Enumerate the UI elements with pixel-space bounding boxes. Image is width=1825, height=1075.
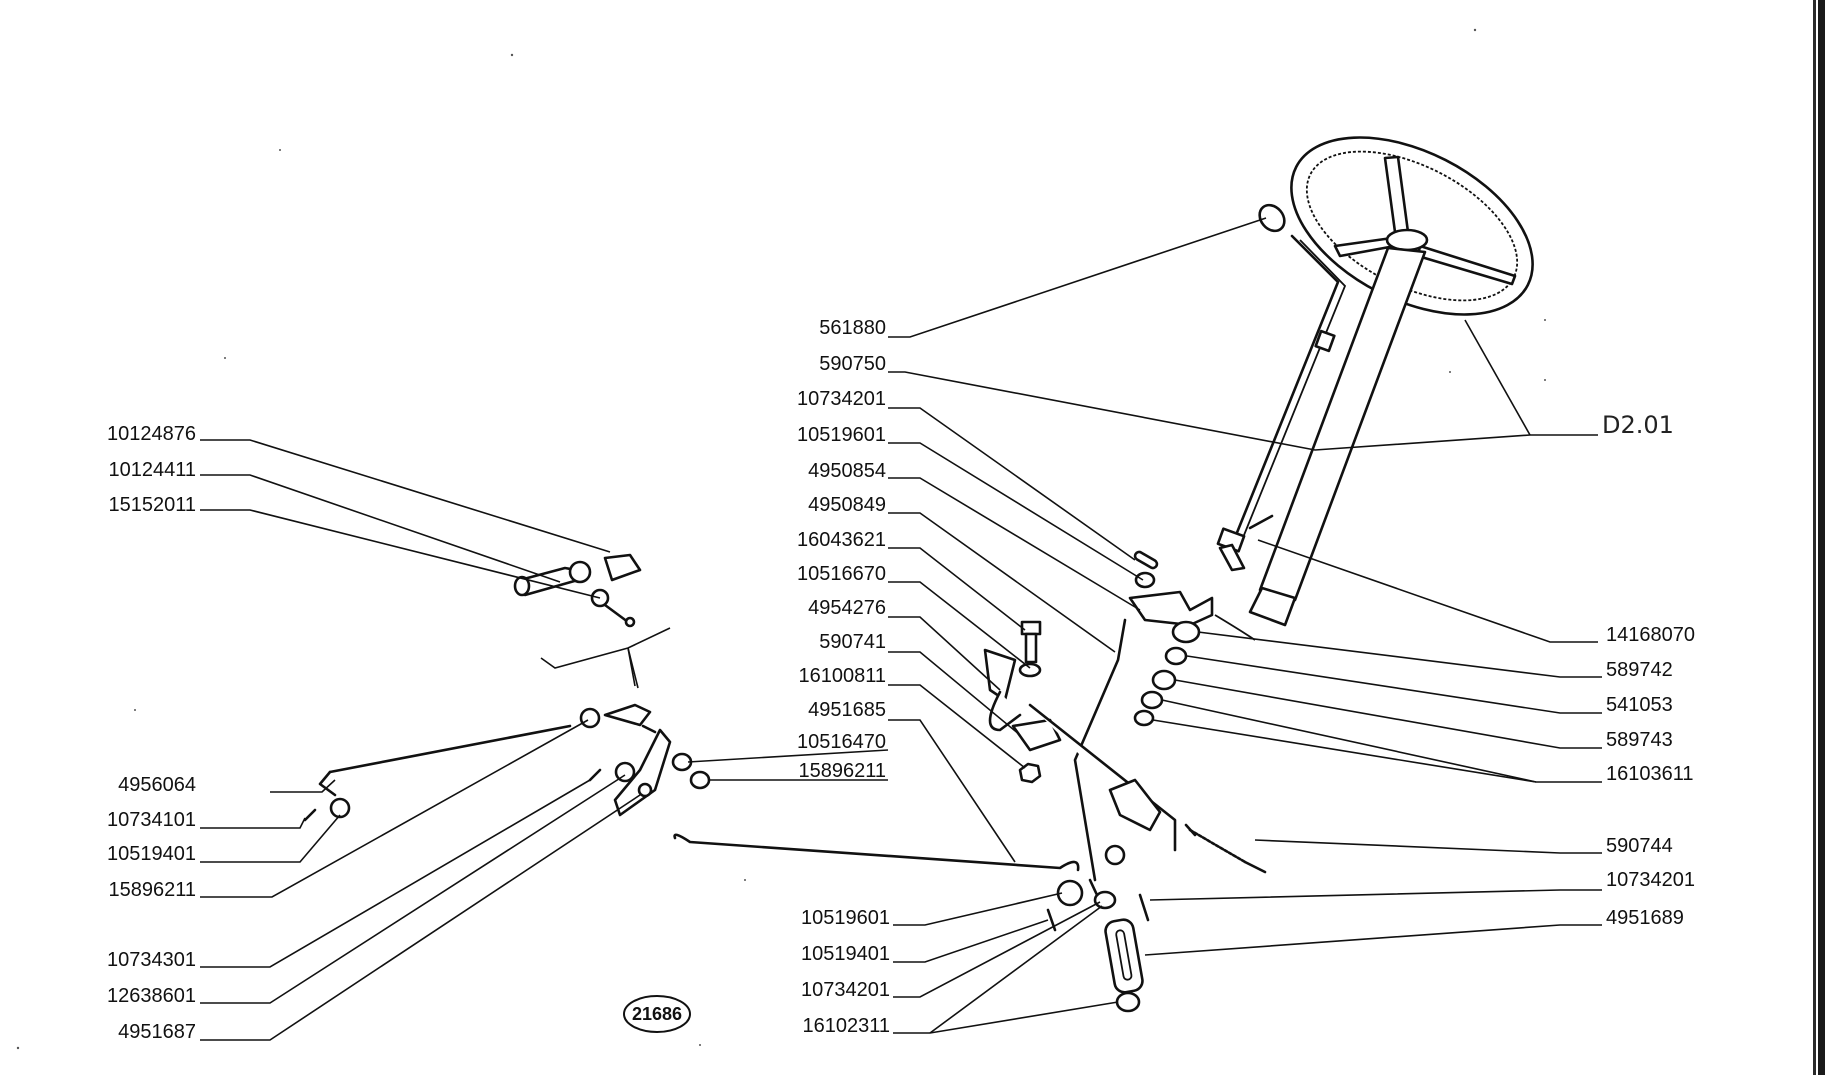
scan-specks <box>16 28 1546 1050</box>
callout-label: 10519601 <box>797 424 886 446</box>
callout-label: 4950854 <box>808 460 886 482</box>
callout-label: 4950849 <box>808 494 886 516</box>
left-linkage <box>303 553 711 822</box>
center-bottom-labels: 10519601 10519401 10734201 16102311 <box>801 907 890 1037</box>
callout-label: 14168070 <box>1606 624 1695 646</box>
left-labels: 10124876 10124411 15152011 4956064 10734… <box>107 423 196 1043</box>
callout-label: 10519401 <box>801 943 890 965</box>
callout-label: 15896211 <box>799 760 887 782</box>
callout-label: 10124876 <box>107 423 196 445</box>
assembly-reference: D2.01 <box>1602 411 1674 439</box>
scan-border <box>1813 0 1816 1075</box>
callout-label: 10124411 <box>109 459 197 481</box>
center-linkage <box>673 618 1267 1013</box>
reference-code: 21686 <box>632 1004 682 1024</box>
scan-border-dark <box>1818 0 1825 1075</box>
callout-label: 15896211 <box>109 879 197 901</box>
center-labels: 561880 590750 10734201 10519601 4950854 … <box>797 317 886 782</box>
reference-code-badge: 21686 <box>623 995 691 1033</box>
callout-label: 541053 <box>1606 694 1673 716</box>
callout-label: 12638601 <box>107 985 196 1007</box>
callout-label: 4954276 <box>808 597 886 619</box>
callout-lines <box>200 217 1602 1041</box>
callout-label: 16043621 <box>797 529 886 551</box>
callout-label: 10734301 <box>107 949 196 971</box>
callout-label: 10516670 <box>797 563 886 585</box>
washer-stack <box>1128 550 1214 727</box>
callout-label: 10519601 <box>801 907 890 929</box>
callout-label: 4951689 <box>1606 907 1684 929</box>
callout-label: 10734101 <box>107 809 196 831</box>
callout-label: 10734201 <box>797 388 886 410</box>
callout-label: 589742 <box>1606 659 1673 681</box>
callout-label: 561880 <box>819 317 886 339</box>
callout-label: 589743 <box>1606 729 1673 751</box>
callout-label: 10519401 <box>107 843 196 865</box>
callout-label: 10734201 <box>1606 869 1695 891</box>
callout-label: 15152011 <box>109 494 197 516</box>
steering-wheel <box>1214 136 1534 641</box>
callout-label: 16102311 <box>803 1015 891 1037</box>
callout-label: 590744 <box>1606 835 1673 857</box>
callout-label: 16100811 <box>799 665 887 687</box>
callout-label: 10516470 <box>797 731 886 753</box>
callout-label: 590750 <box>819 353 886 375</box>
callout-label: 4951687 <box>118 1021 196 1043</box>
callout-label: 16103611 <box>1606 763 1694 785</box>
callout-label: 4951685 <box>808 699 886 721</box>
callout-label: 590741 <box>819 631 886 653</box>
callout-label: 4956064 <box>118 774 196 796</box>
callout-label: 10734201 <box>801 979 890 1001</box>
right-labels: D2.01 14168070 589742 541053 589743 1610… <box>1602 411 1695 929</box>
